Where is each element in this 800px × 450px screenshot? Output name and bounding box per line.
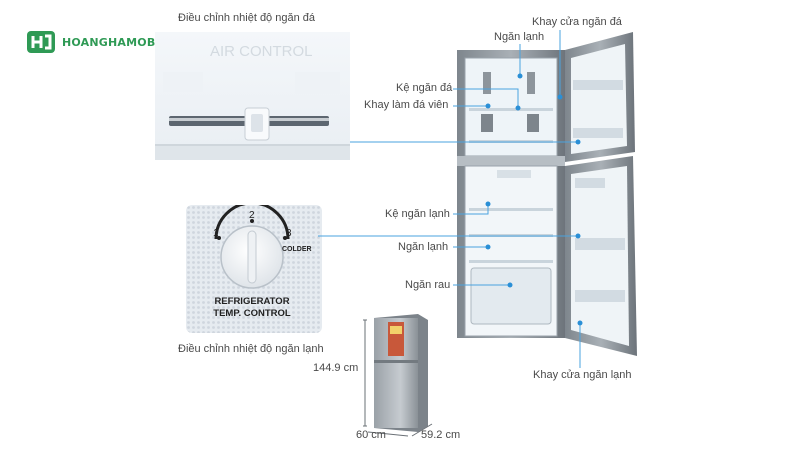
dial-number-2: 2 [249,210,255,221]
closed-fridge-dimensions [363,314,433,437]
embossed-title: AIR CONTROL [210,43,313,60]
label-ngan-rau: Ngăn rau [405,279,451,291]
freezer-control-panel: AIR CONTROL [155,32,350,160]
label-ngan-lanh-mid: Ngăn lạnh [398,241,449,253]
label-ngan-lanh-top: Ngăn lạnh [494,31,545,43]
dial-number-1: 1 [213,228,219,239]
dial-label-line1: REFRIGERATOR [214,296,289,307]
label-khay-lam-da-vien: Khay làm đá viên [364,99,449,111]
logo-icon [27,31,55,53]
dimension-depth: 59.2 cm [421,429,461,441]
label-khay-cua-ngan-lanh: Khay cửa ngăn lạnh [533,369,632,381]
dimension-height: 144.9 cm [313,362,359,374]
label-ke-ngan-da: Kệ ngăn đá [396,82,453,94]
dial-label-line2: TEMP. CONTROL [213,308,291,319]
dial-number-3: 3 [286,228,292,239]
dial-colder-label: COLDER [282,246,312,253]
label-khay-cua-ngan-da: Khay cửa ngăn đá [532,16,622,28]
freezer-control-heading: Điều chỉnh nhiệt độ ngăn đá [178,12,315,24]
fridge-dial-panel: 1 2 3 COLDER REFRIGERATOR TEMP. CONTROL [186,205,322,333]
label-ke-ngan-lanh: Kệ ngăn lạnh [385,208,450,220]
dimension-width: 60 cm [356,429,386,441]
fridge-control-caption: Điều chỉnh nhiệt độ ngăn lạnh [178,343,324,355]
